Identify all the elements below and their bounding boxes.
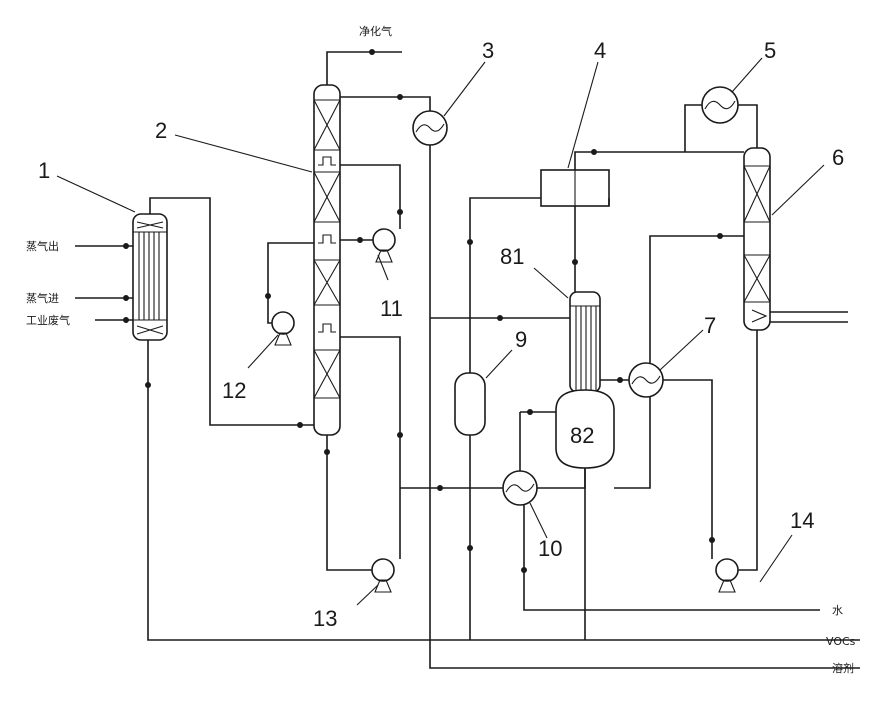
equipment-numbers: 1 2 3 4 5 6 7 81 82 9 10 11 12 13 14 <box>38 38 844 631</box>
label-5: 5 <box>764 38 776 63</box>
label-82: 82 <box>570 423 594 448</box>
equipment-9-vessel <box>454 372 486 436</box>
piping <box>75 51 860 669</box>
label-7: 7 <box>704 313 716 338</box>
stream-labels: 净化气 蒸气出 蒸气进 工业废气 水 VOCs 溶剂 <box>26 24 856 675</box>
pump-14 <box>715 558 739 593</box>
stream-industrial-waste-gas: 工业废气 <box>26 313 70 327</box>
label-3: 3 <box>482 38 494 63</box>
label-13: 13 <box>313 606 337 631</box>
equipment-10-exchanger <box>502 470 538 506</box>
label-12: 12 <box>222 378 246 403</box>
equipment-7-exchanger <box>628 362 664 398</box>
stream-solvent: 溶剂 <box>832 661 854 675</box>
equipment-82-reactor <box>555 389 615 469</box>
equipment-81-tube-bundle <box>569 291 601 393</box>
label-81: 81 <box>500 244 524 269</box>
pump-11 <box>372 228 396 263</box>
pump-12 <box>271 311 295 346</box>
equipment-4-separator <box>540 169 610 207</box>
label-10: 10 <box>538 536 562 561</box>
label-11: 11 <box>380 296 403 321</box>
stream-steam-out: 蒸气出 <box>26 239 59 253</box>
stream-purified-gas: 净化气 <box>359 24 392 38</box>
flow-markers <box>123 49 723 573</box>
label-4: 4 <box>594 38 606 63</box>
equipment-5-exchanger <box>701 86 739 124</box>
label-6: 6 <box>832 145 844 170</box>
equipment-3-exchanger <box>412 110 448 146</box>
equipment-2-absorption-column <box>313 84 341 436</box>
stream-steam-in: 蒸气进 <box>26 291 59 305</box>
stream-vocs: VOCs <box>826 635 856 648</box>
callout-leaders <box>56 57 825 606</box>
label-1: 1 <box>38 158 50 183</box>
equipment-6-distillation-column <box>743 147 771 331</box>
stream-water: 水 <box>832 604 843 617</box>
label-2: 2 <box>155 118 167 143</box>
label-14: 14 <box>790 508 814 533</box>
label-9: 9 <box>515 327 527 352</box>
equipment-1-heater <box>132 213 168 341</box>
